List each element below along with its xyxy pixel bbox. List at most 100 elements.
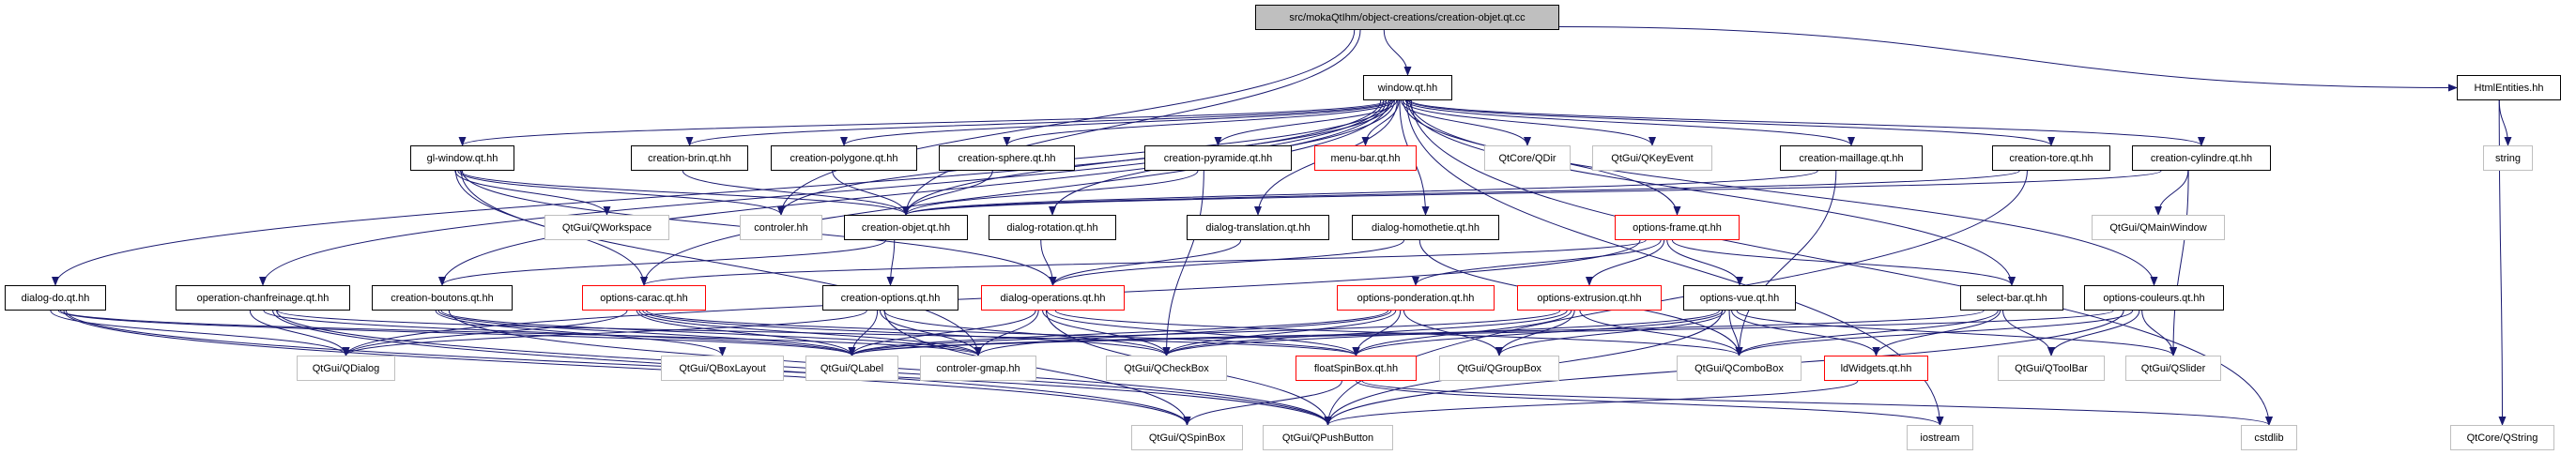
edge-ovue-to-floatspin (1352, 310, 1724, 356)
graph-node-qpushbutton[interactable]: QtGui/QPushButton (1263, 425, 1393, 450)
graph-node-tore[interactable]: creation-tore.qt.hh (1992, 145, 2110, 171)
edge-window-to-controler (777, 99, 1391, 216)
graph-node-polygone[interactable]: creation-polygone.qt.hh (771, 145, 917, 171)
graph-node-qcheckbox[interactable]: QtGui/QCheckBox (1106, 356, 1227, 381)
graph-node-boutons[interactable]: creation-boutons.qt.hh (372, 285, 513, 311)
edge-coptions-to-qcheckbox (883, 310, 1171, 356)
edge-coptions-to-qlabel (848, 310, 879, 356)
graph-node-qslider[interactable]: QtGui/QSlider (2125, 356, 2221, 381)
edge-extrusion-to-qcheckbox (1162, 310, 1568, 356)
edge-window-to-chanfreinage (259, 99, 1385, 286)
graph-node-controler[interactable]: controler.hh (740, 215, 822, 240)
graph-node-floatspin[interactable]: floatSpinBox.qt.hh (1296, 356, 1417, 381)
graph-node-qgroupbox[interactable]: QtGui/QGroupBox (1439, 356, 1559, 381)
graph-node-qcombobox[interactable]: QtGui/QComboBox (1677, 356, 1802, 381)
edge-top-to-window (1383, 29, 1412, 76)
graph-node-qkeyevent[interactable]: QtGui/QKeyEvent (1592, 145, 1712, 171)
edge-cylindre-to-qmainwindow (2154, 170, 2189, 216)
graph-node-couleurs[interactable]: options-couleurs.qt.hh (2084, 285, 2224, 311)
edge-oframe-to-extrusion (1586, 239, 1665, 286)
graph-node-top[interactable]: src/mokaQtIhm/object-creations/creation-… (1255, 5, 1559, 30)
graph-node-selectbar[interactable]: select-bar.qt.hh (1960, 285, 2063, 311)
edge-window-to-brin (685, 99, 1390, 146)
graph-node-window[interactable]: window.qt.hh (1363, 75, 1452, 100)
edge-oframe-to-carac (640, 239, 1647, 286)
graph-node-brin[interactable]: creation-brin.qt.hh (631, 145, 748, 171)
graph-node-qstring[interactable]: QtCore/QString (2450, 425, 2554, 450)
edge-chanfreinage-to-floatspin (276, 310, 1360, 356)
graph-node-qlabel[interactable]: QtGui/QLabel (805, 356, 898, 381)
graph-node-homothetie[interactable]: dialog-homothetie.qt.hh (1352, 215, 1499, 240)
edge-boutons-to-gmap (440, 310, 982, 356)
edge-window-to-qkeyevent (1402, 99, 1656, 146)
edge-extrusion-to-qcombobox (1579, 310, 1743, 356)
graph-node-cylindre[interactable]: creation-cylindre.qt.hh (2132, 145, 2271, 171)
edge-window-to-boutons (438, 99, 1387, 286)
edge-ovue-to-qgroupbox (1495, 310, 1726, 356)
graph-node-rotation[interactable]: dialog-rotation.qt.hh (989, 215, 1116, 240)
graph-node-qworkspace[interactable]: QtGui/QWorkspace (544, 215, 669, 240)
edge-ovue-to-ldwidgets (1731, 310, 1880, 356)
graph-node-qboxlayout[interactable]: QtGui/QBoxLayout (661, 356, 784, 381)
graph-node-maillage[interactable]: creation-maillage.qt.hh (1780, 145, 1923, 171)
edge-boutons-to-qlabel (437, 310, 856, 356)
edge-oframe-to-ovue (1666, 239, 1743, 286)
edge-pyramide-to-cobjet (902, 170, 1199, 216)
edge-carac-to-gmap (638, 310, 982, 356)
graph-node-dialogdo[interactable]: dialog-do.qt.hh (5, 285, 106, 311)
graph-node-translation[interactable]: dialog-translation.qt.hh (1187, 215, 1329, 240)
graph-node-qdialog[interactable]: QtGui/QDialog (297, 356, 395, 381)
graph-node-cobjet[interactable]: creation-objet.qt.hh (844, 215, 968, 240)
edge-maillage-to-qcombobox (1735, 170, 1837, 356)
graph-node-sphere[interactable]: creation-sphere.qt.hh (939, 145, 1075, 171)
edge-cylindre-to-qslider (2170, 170, 2189, 356)
edge-chanfreinage-to-qdialog (249, 310, 350, 356)
edge-glwin-to-controler (457, 170, 785, 216)
edge-carac-to-qlabel (636, 310, 856, 356)
edge-boutons-to-qboxlayout (435, 310, 727, 356)
graph-node-gmap[interactable]: controler-gmap.hh (920, 356, 1036, 381)
graph-node-qtoolbar[interactable]: QtGui/QToolBar (1998, 356, 2105, 381)
graph-node-ldwidgets[interactable]: ldWidgets.qt.hh (1824, 356, 1928, 381)
edge-glwin-to-qworkspace (454, 170, 611, 216)
graph-node-html[interactable]: HtmlEntities.hh (2457, 75, 2561, 100)
edge-window-to-polygone (840, 99, 1392, 146)
edge-top-to-html (1558, 26, 2458, 92)
edge-extrusion-to-qlabel (848, 310, 1561, 356)
graph-node-string[interactable]: string (2483, 145, 2533, 171)
graph-node-qspinbox[interactable]: QtGui/QSpinBox (1131, 425, 1243, 450)
edge-window-to-maillage (1404, 99, 1855, 146)
graph-node-chanfreinage[interactable]: operation-chanfreinage.qt.hh (176, 285, 350, 311)
graph-node-ponderation[interactable]: options-ponderation.qt.hh (1337, 285, 1495, 311)
edge-homothetie-to-doperations (1049, 239, 1405, 286)
graph-node-glwin[interactable]: gl-window.qt.hh (410, 145, 514, 171)
edge-floatspin-to-cstdlib (1361, 380, 2273, 426)
edge-window-to-menubar (1361, 99, 1400, 146)
graph-node-doperations[interactable]: dialog-operations.qt.hh (981, 285, 1125, 311)
graph-node-qdir[interactable]: QtCore/QDir (1484, 145, 1571, 171)
edge-ovue-to-qslider (1736, 310, 2177, 356)
graph-node-pyramide[interactable]: creation-pyramide.qt.hh (1144, 145, 1292, 171)
edge-window-to-tore (1407, 99, 2055, 146)
edge-ponderation-to-qlabel (848, 310, 1389, 356)
graph-node-menubar[interactable]: menu-bar.qt.hh (1314, 145, 1417, 171)
graph-node-iostream[interactable]: iostream (1907, 425, 1973, 450)
graph-node-ovue[interactable]: options-vue.qt.hh (1683, 285, 1796, 311)
edge-ovue-to-qcheckbox (1162, 310, 1720, 356)
graph-node-oframe[interactable]: options-frame.qt.hh (1615, 215, 1740, 240)
graph-node-coptions[interactable]: creation-options.qt.hh (822, 285, 958, 311)
edge-tore-to-cobjet (902, 170, 2020, 216)
edge-window-to-carac (640, 99, 1389, 286)
edge-window-to-qdir (1400, 99, 1531, 146)
graph-node-cstdlib[interactable]: cstdlib (2241, 425, 2297, 450)
edge-couleurs-to-qcombobox (1735, 310, 2134, 356)
graph-node-qmainwindow[interactable]: QtGui/QMainWindow (2092, 215, 2225, 240)
graph-node-extrusion[interactable]: options-extrusion.qt.hh (1517, 285, 1662, 311)
edge-window-to-sphere (1003, 99, 1395, 146)
edge-dialogdo-to-qdialog (50, 310, 350, 356)
edge-selectbar-to-qtoolbar (2002, 310, 2055, 356)
graph-node-carac[interactable]: options-carac.qt.hh (582, 285, 706, 311)
edge-glwin-to-cobjet (459, 170, 910, 216)
